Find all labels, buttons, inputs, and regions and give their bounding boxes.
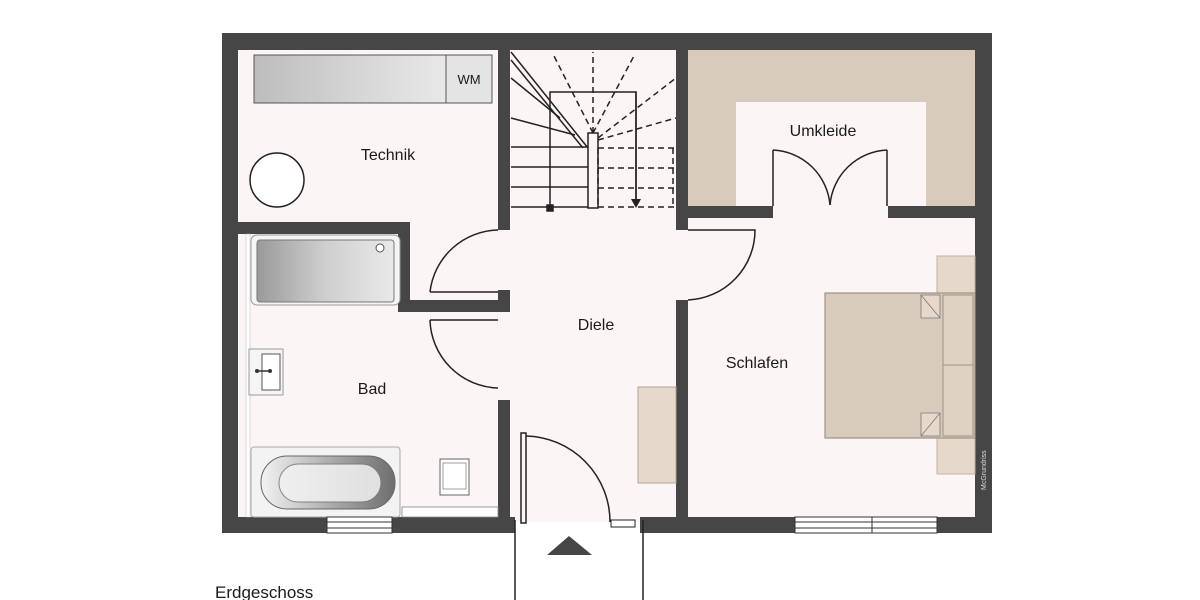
stair-direction-arrow-icon — [631, 199, 641, 208]
toilet — [439, 458, 470, 496]
washing-machine — [445, 54, 493, 104]
walls — [222, 33, 992, 533]
watermark: McGrundriss — [981, 450, 988, 490]
door-technik[interactable] — [429, 229, 499, 293]
room-label-technik: Technik — [361, 147, 416, 164]
bad-ledge — [401, 506, 499, 518]
door-umkleide-right[interactable] — [829, 149, 888, 206]
shower-drain-icon — [375, 243, 385, 253]
door-bad[interactable] — [429, 319, 499, 389]
door-umkleide-left[interactable] — [772, 149, 831, 206]
washing-machine-label: WM — [457, 72, 480, 87]
boiler-tank — [249, 152, 305, 208]
bathtub — [250, 446, 401, 518]
wardrobe-umkleide — [688, 50, 975, 206]
entrance-arrow-icon — [547, 536, 592, 555]
room-label-umkleide: Umkleide — [790, 123, 857, 140]
entrance-door[interactable] — [525, 435, 611, 523]
window-schlafen — [794, 516, 938, 534]
windows — [326, 516, 938, 534]
floor-title: Erdgeschoss — [215, 583, 313, 600]
door-schlafen[interactable] — [687, 229, 756, 301]
room-label-bad: Bad — [358, 381, 386, 398]
sink — [248, 348, 284, 396]
diele-cabinet — [637, 386, 677, 484]
washing-counter: WM — [253, 54, 493, 104]
entrance-threshold — [610, 519, 636, 528]
doors — [429, 149, 888, 524]
bed — [824, 255, 976, 475]
window-bad — [326, 516, 393, 534]
pillow — [942, 364, 974, 437]
shower-tray — [250, 234, 401, 306]
staircase[interactable] — [510, 50, 677, 212]
pillow — [942, 294, 974, 366]
room-label-diele: Diele — [578, 317, 615, 334]
room-label-schlafen: Schlafen — [726, 355, 788, 372]
